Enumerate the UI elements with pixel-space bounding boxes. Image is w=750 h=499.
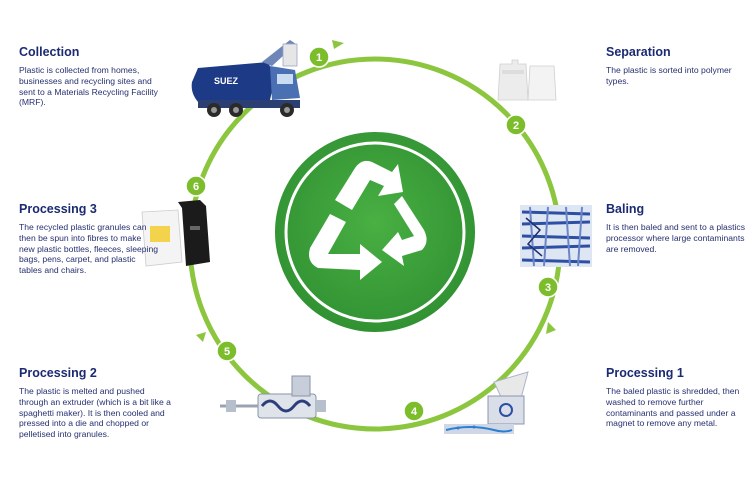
recycle-symbol-icon [275, 132, 475, 332]
step-title: Processing 1 [606, 366, 684, 380]
plastic-pouches-icon [497, 59, 557, 101]
step-badge-6: 6 [185, 175, 207, 197]
step-title: Processing 3 [19, 202, 97, 216]
step-processing-2: Processing 2 The plastic is melted and p… [19, 366, 174, 440]
step-title: Processing 2 [19, 366, 97, 380]
step-baling: Baling It is then baled and sent to a pl… [606, 202, 746, 254]
step-badge-4: 4 [403, 400, 425, 422]
step-description: It is then baled and sent to a plastics … [606, 222, 746, 254]
step-processing-3: Processing 3 The recycled plastic granul… [19, 202, 159, 276]
truck-brand-logo: SUEZ [214, 76, 239, 86]
step-separation: Separation The plastic is sorted into po… [606, 45, 741, 87]
extruder-icon [220, 375, 326, 419]
step-badge-2: 2 [505, 114, 527, 136]
step-description: Plastic is collected from homes, busines… [19, 65, 158, 108]
direction-arrow-icon [546, 322, 556, 334]
step-number: 5 [224, 346, 230, 358]
step-number: 1 [316, 52, 322, 64]
recycling-truck-icon: SUEZ [191, 40, 300, 117]
step-number: 3 [545, 282, 551, 294]
step-badge-3: 3 [537, 276, 559, 298]
step-collection: Collection Plastic is collected from hom… [19, 45, 169, 108]
step-title: Separation [606, 45, 671, 59]
direction-arrow-icon [196, 332, 206, 342]
recycled-products-icon [141, 200, 210, 267]
step-description: The plastic is melted and pushed through… [19, 386, 171, 440]
step-number: 4 [411, 406, 418, 418]
step-badge-5: 5 [216, 340, 238, 362]
step-title: Collection [19, 45, 80, 59]
step-description: The recycled plastic granules can then b… [19, 222, 159, 276]
plastic-bale-icon [520, 205, 592, 267]
step-number: 6 [193, 181, 199, 193]
step-description: The baled plastic is shredded, then wash… [606, 386, 740, 429]
step-badge-1: 1 [308, 46, 330, 68]
direction-arrow-icon [332, 40, 344, 49]
step-title: Baling [606, 202, 645, 216]
step-number: 2 [513, 120, 519, 132]
shredder-washer-icon [444, 371, 529, 434]
step-description: The plastic is sorted into polymer types… [606, 65, 732, 86]
step-processing-1: Processing 1 The baled plastic is shredd… [606, 366, 746, 429]
